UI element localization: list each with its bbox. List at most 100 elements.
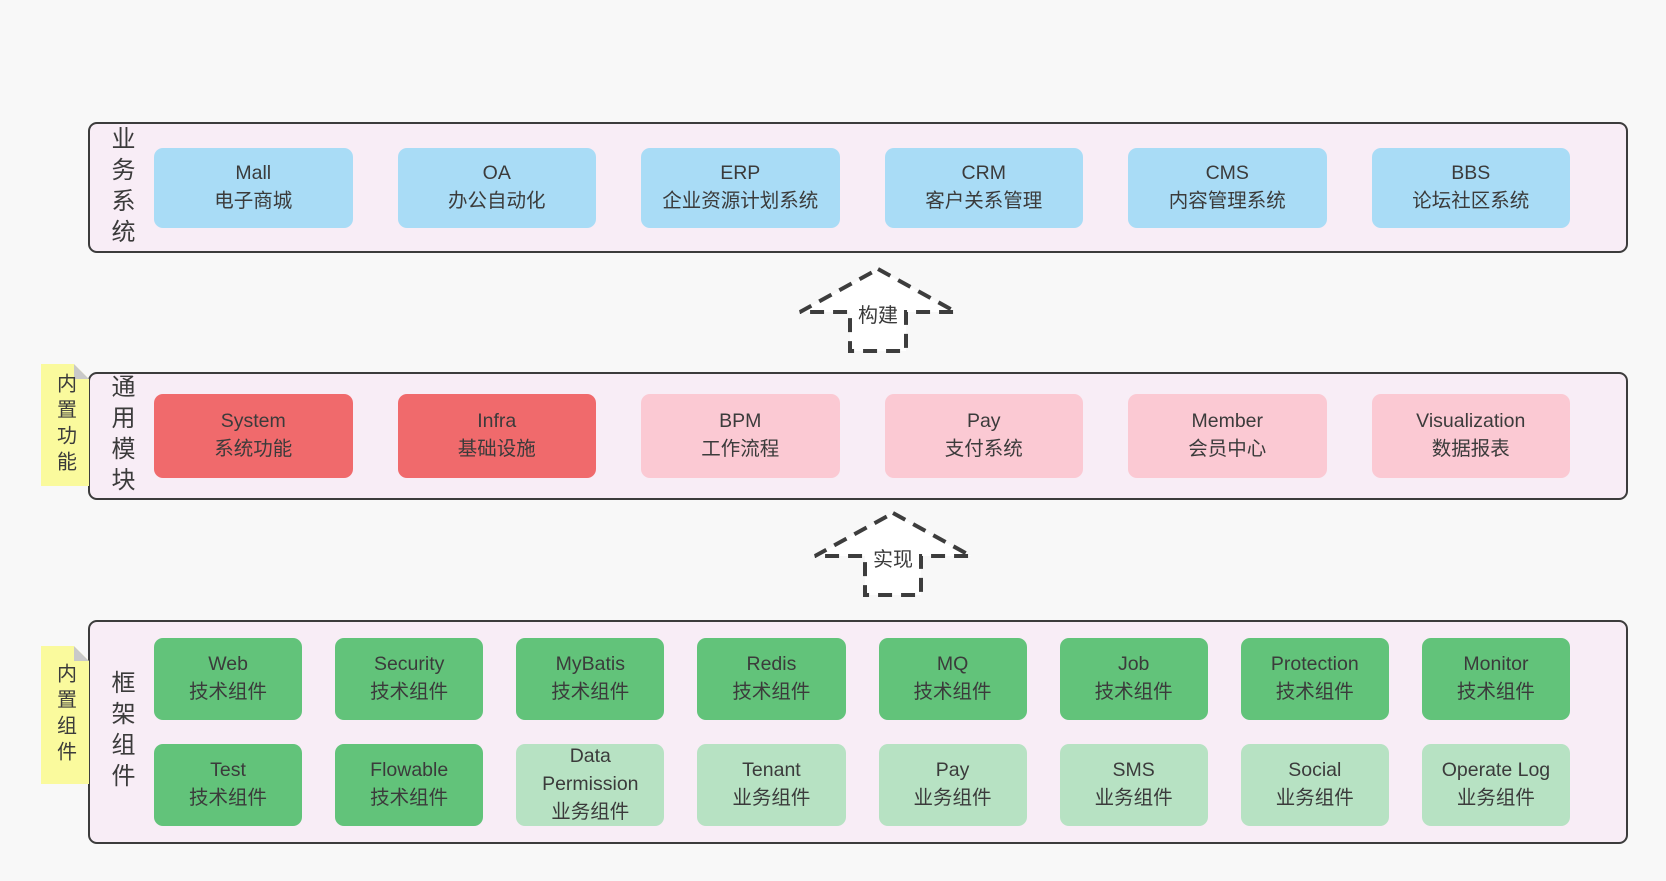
box-subtitle: 技术组件 <box>1456 681 1535 703</box>
box-subtitle: 技术组件 <box>1275 681 1354 703</box>
box-subtitle: 论坛社区系统 <box>1412 189 1530 212</box>
box-member: Member 会员中心 <box>1128 394 1327 478</box>
box-subtitle: 业务组件 <box>1094 787 1173 809</box>
box-subtitle: 技术组件 <box>551 681 630 703</box>
box-redis: Redis 技术组件 <box>697 638 846 720</box>
components-row-2: Test 技术组件 Flowable 技术组件 Data Permission … <box>154 744 1570 826</box>
sticky-note-text: 内置功能 <box>53 373 76 477</box>
box-title: MyBatis <box>555 653 625 676</box>
section-label-modules: 通用模块 <box>107 374 134 498</box>
box-subtitle: 数据报表 <box>1431 438 1510 460</box>
box-title: CMS <box>1205 161 1249 184</box>
box-title: Web <box>208 653 248 676</box>
section-framework-components: 框架组件 Web 技术组件 Security 技术组件 MyBatis 技术组件… <box>88 620 1628 844</box>
box-subtitle: 内容管理系统 <box>1168 189 1286 212</box>
box-title: OA <box>482 161 511 184</box>
box-title: MQ <box>936 653 969 676</box>
box-infra: Infra 基础设施 <box>397 394 596 478</box>
box-monitor: Monitor 技术组件 <box>1421 638 1570 720</box>
sticky-note-builtin-functions: 内置功能 <box>41 364 89 486</box>
box-title: BBS <box>1451 161 1491 184</box>
box-social: Social 业务组件 <box>1240 744 1389 826</box>
box-tenant: Tenant 业务组件 <box>697 744 846 826</box>
box-subtitle: 系统功能 <box>214 438 293 460</box>
box-visualization: Visualization 数据报表 <box>1371 394 1570 478</box>
box-oa: OA 办公自动化 <box>397 147 596 228</box>
box-subtitle: 基础设施 <box>457 438 536 460</box>
sticky-note-text: 内置组件 <box>53 663 76 767</box>
box-subtitle: 技术组件 <box>189 681 268 703</box>
box-subtitle: 会员中心 <box>1188 438 1267 460</box>
build-arrow-label: 构建 <box>857 299 899 328</box>
box-crm: CRM 客户关系管理 <box>884 147 1083 228</box>
box-subtitle: 办公自动化 <box>447 189 546 212</box>
box-title: Job <box>1117 653 1150 676</box>
business-box-row: Mall 电子商城 OA 办公自动化 ERP 企业资源计划系统 CRM 客户关系… <box>154 124 1570 251</box>
box-web: Web 技术组件 <box>154 638 303 720</box>
box-subtitle: 工作流程 <box>701 438 780 460</box>
box-title: Security <box>373 653 445 676</box>
section-business-systems: 业务系统 Mall 电子商城 OA 办公自动化 ERP 企业资源计划系统 CRM… <box>88 122 1628 253</box>
box-subtitle: 技术组件 <box>913 681 992 703</box>
folded-corner-icon <box>74 646 89 661</box>
implement-arrow: 实现 <box>808 510 978 598</box>
box-subtitle: 技术组件 <box>189 787 268 809</box>
box-subtitle: 技术组件 <box>732 681 811 703</box>
box-subtitle: 支付系统 <box>944 438 1023 460</box>
components-row-1: Web 技术组件 Security 技术组件 MyBatis 技术组件 Redi… <box>154 638 1570 720</box>
box-erp: ERP 企业资源计划系统 <box>641 147 840 228</box>
box-job: Job 技术组件 <box>1059 638 1208 720</box>
box-pay-module: Pay 支付系统 <box>884 394 1083 478</box>
box-title: Operate Log <box>1441 759 1551 782</box>
box-flowable: Flowable 技术组件 <box>335 744 484 826</box>
box-subtitle: 电子商城 <box>214 189 293 212</box>
box-subtitle: 企业资源计划系统 <box>662 189 819 212</box>
box-subtitle: 业务组件 <box>1275 787 1354 809</box>
box-subtitle: 客户关系管理 <box>925 189 1043 212</box>
box-protection: Protection 技术组件 <box>1240 638 1389 720</box>
box-title: Data Permission <box>542 745 639 796</box>
box-subtitle: 技术组件 <box>1094 681 1173 703</box>
box-bbs: BBS 论坛社区系统 <box>1371 147 1570 228</box>
modules-box-row: System 系统功能 Infra 基础设施 BPM 工作流程 Pay 支付系统… <box>154 374 1570 498</box>
box-subtitle: 业务组件 <box>551 800 630 823</box>
box-sms: SMS 业务组件 <box>1059 744 1208 826</box>
box-pay-component: Pay 业务组件 <box>878 744 1027 826</box>
box-title: Member <box>1191 410 1264 433</box>
sticky-note-builtin-components: 内置组件 <box>41 646 89 784</box>
box-title: Pay <box>935 759 970 782</box>
box-title: Tenant <box>742 759 801 782</box>
box-security: Security 技术组件 <box>335 638 484 720</box>
box-title: Infra <box>477 410 517 433</box>
box-bpm: BPM 工作流程 <box>641 394 840 478</box>
box-test: Test 技术组件 <box>154 744 303 826</box>
box-subtitle: 业务组件 <box>913 787 992 809</box>
section-common-modules: 通用模块 System 系统功能 Infra 基础设施 BPM 工作流程 Pay… <box>88 372 1628 500</box>
box-title: Redis <box>746 653 797 676</box>
box-mq: MQ 技术组件 <box>878 638 1027 720</box>
box-mybatis: MyBatis 技术组件 <box>516 638 665 720</box>
build-arrow: 构建 <box>793 266 963 354</box>
box-mall: Mall 电子商城 <box>154 147 353 228</box>
box-title: SMS <box>1112 759 1155 782</box>
box-title: Monitor <box>1463 653 1529 676</box>
box-title: Flowable <box>370 759 449 782</box>
box-subtitle: 业务组件 <box>732 787 811 809</box>
box-title: ERP <box>720 161 761 184</box>
box-operate-log: Operate Log 业务组件 <box>1421 744 1570 826</box>
box-title: CRM <box>961 161 1006 184</box>
box-title: Pay <box>966 410 1001 433</box>
box-title: Protection <box>1270 653 1359 676</box>
box-title: System <box>220 410 286 433</box>
section-label-business: 业务系统 <box>107 125 134 250</box>
box-title: Test <box>210 759 246 782</box>
implement-arrow-label: 实现 <box>872 543 914 572</box>
box-subtitle: 技术组件 <box>370 787 449 809</box>
box-system: System 系统功能 <box>154 394 353 478</box>
box-title: BPM <box>719 410 762 433</box>
box-subtitle: 技术组件 <box>370 681 449 703</box>
box-title: Social <box>1288 759 1342 782</box>
box-title: Visualization <box>1416 410 1526 433</box>
box-subtitle: 业务组件 <box>1456 787 1535 809</box>
